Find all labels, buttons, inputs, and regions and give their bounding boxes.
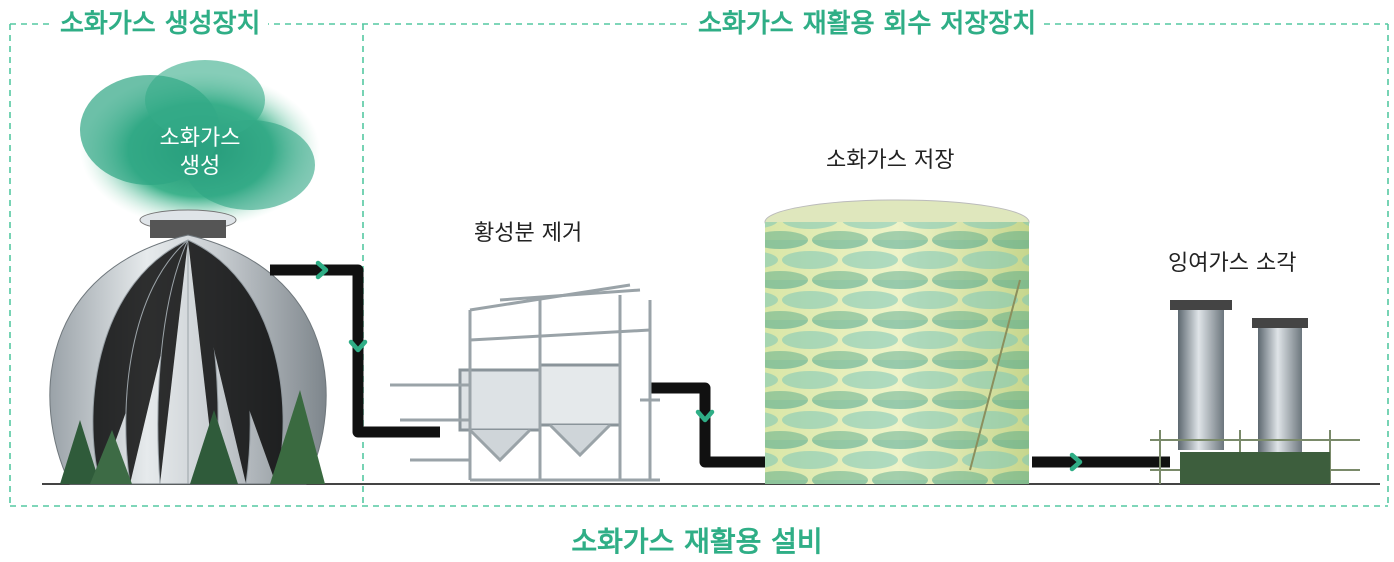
storage-tank [764, 199, 1030, 484]
desulfurization-label: 황성분 제거 [474, 221, 583, 246]
digester-dome [49, 209, 327, 485]
gas-pipe [270, 264, 1170, 468]
surplus-gas-incineration-label: 잉여가스 소각 [1168, 251, 1297, 276]
section-title-generation: 소화가스 생성장치 [52, 6, 269, 42]
flare-stacks [1150, 300, 1360, 484]
gas-storage-label: 소화가스 저장 [826, 148, 955, 173]
footer-title: 소화가스 재활용 설비 [571, 525, 823, 558]
desulfurization-unit [390, 283, 660, 482]
flow-arrows [315, 260, 1083, 472]
gas-cloud [80, 60, 320, 228]
gas-generation-label: 소화가스 생성 [159, 126, 241, 179]
section-title-recovery: 소화가스 재활용 회수 저장장치 [690, 6, 1045, 42]
